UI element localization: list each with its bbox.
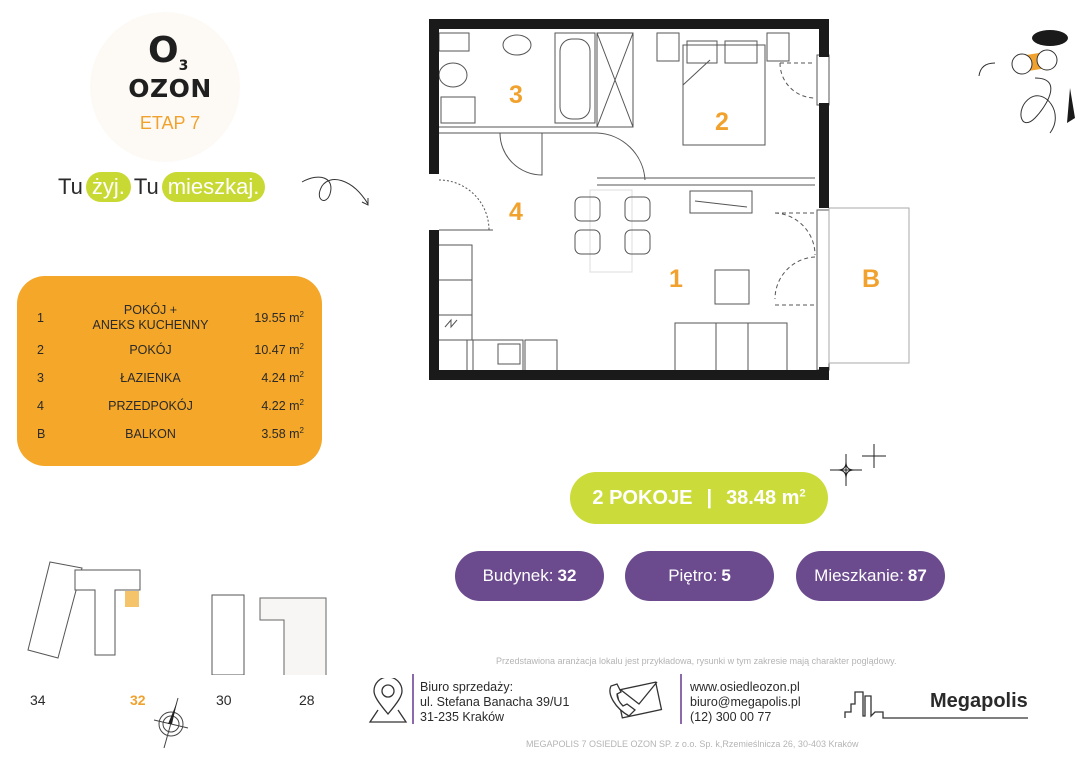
website-link[interactable]: www.osiedleozon.pl	[690, 680, 800, 694]
disclaimer: Przedstawiona aranżacja lokalu jest przy…	[496, 656, 897, 666]
room-label-balcony: B	[862, 265, 880, 293]
room-label-3: 3	[509, 81, 523, 109]
megapolis-brand: Megapolis	[930, 690, 1028, 712]
room-row: 3 ŁAZIENKA 4.24 m2	[35, 364, 304, 392]
location-pin-icon	[368, 678, 408, 723]
tagline: Tu żyj. Tu mieszkaj.	[58, 172, 266, 202]
building-28-label[interactable]: 28	[299, 692, 315, 708]
sparkles-icon	[830, 444, 886, 486]
summary-rooms: 2 POKOJE	[592, 486, 693, 509]
legal-footer: MEGAPOLIS 7 OSIEDLE OZON SP. z o.o. Sp. …	[526, 739, 859, 749]
logo-symbol: O3	[148, 30, 189, 75]
room-id: B	[37, 427, 46, 441]
contact-info: www.osiedleozon.pl biuro@megapolis.pl (1…	[690, 680, 801, 725]
room-row: 1 POKÓJ +ANEKS KUCHENNY 19.55 m2	[35, 300, 304, 336]
office-city: 31-235 Kraków	[420, 710, 505, 724]
compass-icon	[153, 697, 189, 749]
room-id: 3	[37, 371, 44, 385]
room-area: 10.47 m2	[254, 342, 304, 358]
room-name: POKÓJ +ANEKS KUCHENNY	[92, 303, 209, 332]
summary-area: 38.48 m2	[726, 486, 806, 509]
rooms-table: 1 POKÓJ +ANEKS KUCHENNY 19.55 m2 2 POKÓJ…	[17, 276, 322, 466]
building-34-label[interactable]: 34	[30, 692, 46, 708]
divider	[680, 674, 682, 724]
room-area: 4.24 m2	[261, 370, 304, 386]
room-id: 2	[37, 343, 44, 357]
summary-separator: |	[706, 486, 713, 509]
room-name: ŁAZIENKA	[120, 370, 181, 385]
building-32-label[interactable]: 32	[130, 692, 146, 708]
room-row: 2 POKÓJ 10.47 m2	[35, 336, 304, 364]
logo-stage: ETAP 7	[139, 113, 201, 133]
email-link[interactable]: biuro@megapolis.pl	[690, 695, 801, 709]
office-street: ul. Stefana Banacha 39/U1	[420, 695, 570, 709]
tagline-part1: Tu	[58, 174, 83, 199]
office-title: Biuro sprzedaży:	[420, 680, 514, 694]
room-area: 4.22 m2	[261, 398, 304, 414]
phone-mail-icon	[609, 681, 663, 719]
room-id: 4	[37, 399, 44, 413]
sales-office: Biuro sprzedaży: ul. Stefana Banacha 39/…	[420, 680, 569, 725]
room-name: POKÓJ	[129, 342, 172, 357]
binoculars-illustration-icon	[978, 30, 1075, 134]
megapolis-skyline-icon	[844, 691, 1028, 719]
site-plan	[27, 561, 327, 675]
room-area: 3.58 m2	[261, 426, 304, 442]
room-label-2: 2	[715, 108, 729, 136]
room-id: 1	[37, 311, 44, 325]
building-30-label[interactable]: 30	[216, 692, 232, 708]
floor-badge: Piętro:5	[625, 551, 774, 601]
tagline-highlight-2: mieszkaj.	[161, 172, 266, 202]
apartment-summary: 2 POKOJE | 38.48 m2	[570, 472, 828, 524]
tagline-part2: Tu	[133, 174, 159, 199]
phone-number[interactable]: (12) 300 00 77	[690, 710, 772, 724]
room-name: PRZEDPOKÓJ	[108, 398, 193, 413]
room-label-1: 1	[669, 265, 683, 293]
divider	[412, 674, 414, 724]
apartment-badge: Mieszkanie:87	[796, 551, 945, 601]
curly-arrow-icon	[301, 176, 369, 206]
tagline-highlight-1: żyj.	[85, 172, 131, 202]
room-area: 19.55 m2	[254, 310, 304, 326]
room-label-4: 4	[509, 198, 523, 226]
logo-background	[90, 12, 240, 162]
room-row: B BALKON 3.58 m2	[35, 420, 304, 448]
room-name: BALKON	[125, 426, 176, 441]
room-row: 4 PRZEDPOKÓJ 4.22 m2	[35, 392, 304, 420]
floor-plan: 3 2 4 1 B	[429, 19, 910, 380]
building-badge: Budynek:32	[455, 551, 604, 601]
logo-name: OZON	[128, 74, 212, 103]
